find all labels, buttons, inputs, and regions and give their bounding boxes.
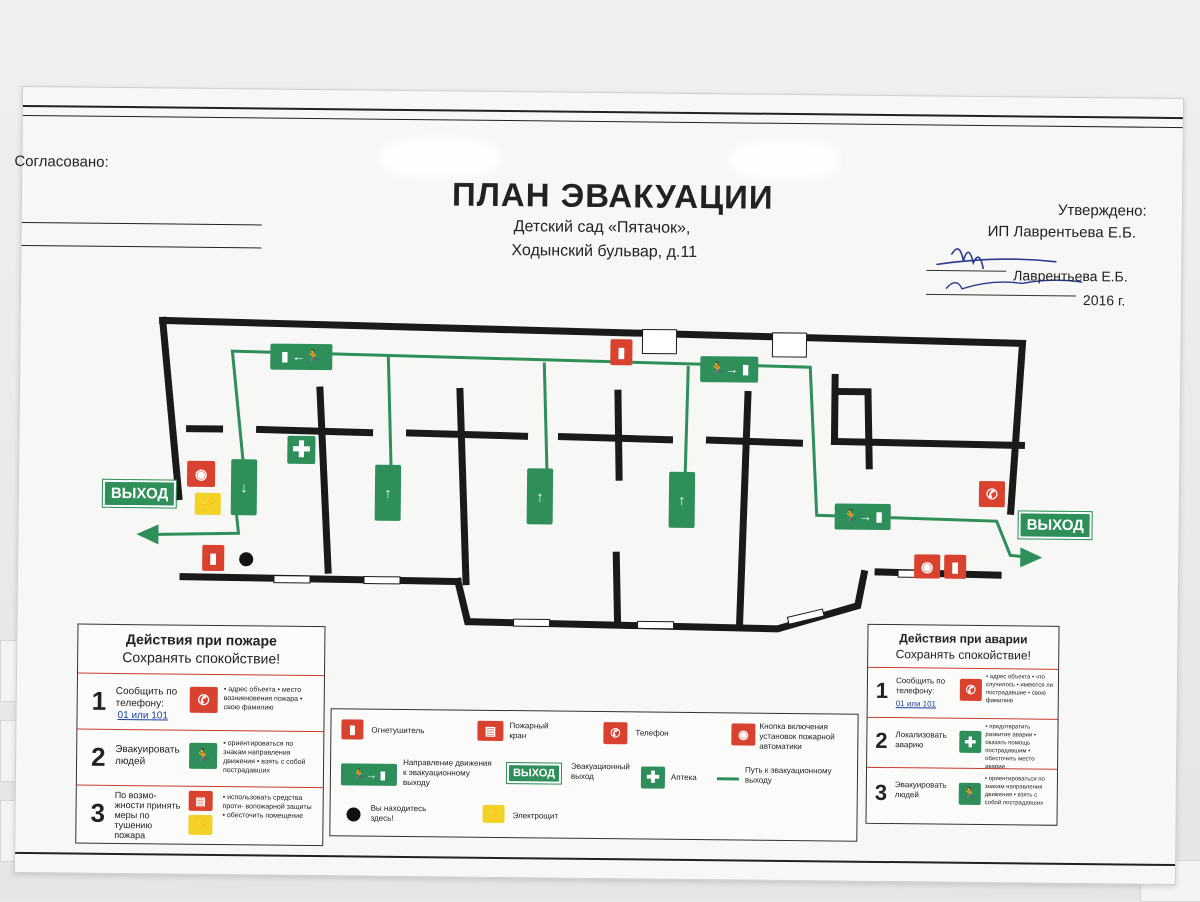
- legend-path-label: Путь к эвакуационному выходу: [745, 766, 845, 787]
- fire-panel-subtitle: Сохранять спокойствие!: [78, 649, 324, 668]
- phone-icon: ✆: [960, 679, 982, 701]
- legend-exit-label: Эвакуационный выход: [571, 762, 631, 783]
- fire-step-2: 2 Эвакуировать людей 🏃 • ориентироваться…: [77, 729, 324, 789]
- exit-sign-left: ВЫХОД: [103, 480, 177, 508]
- hydrant-icon: ▤: [189, 791, 213, 811]
- phone-icon: ✆: [979, 481, 1005, 507]
- step-text: По возмо- жности принять меры по тушению…: [114, 790, 185, 841]
- legend-phone-label: Телефон: [635, 728, 668, 738]
- legend-extinguisher-label: Огнетушитель: [371, 726, 424, 737]
- direction-sign-lower: 🏃→ ▮: [835, 503, 891, 530]
- accident-step-1: 1 Сообщить по телефону: 01 или 101 ✆ • а…: [868, 667, 1059, 720]
- step-text: Сообщить по телефону:: [896, 676, 956, 697]
- extinguisher-icon: ▮: [341, 719, 363, 739]
- step-number: 2: [875, 728, 888, 754]
- hydrant-icon: ▤: [477, 721, 503, 741]
- step-bullets: • адрес объекта • что случилось • имеютс…: [986, 673, 1056, 706]
- fire-step-1: 1 Сообщить по телефону: 01 или 101 ✆ • а…: [77, 673, 324, 733]
- step-number: 1: [876, 678, 889, 704]
- you-are-here-dot: [239, 552, 253, 566]
- extinguisher-icon: ▮: [944, 555, 966, 579]
- legend-first-aid-label: Аптека: [671, 773, 697, 783]
- step-bullets: • предотвратить развитие аварии • оказат…: [985, 723, 1055, 772]
- step-text: Сообщить по телефону:: [116, 686, 186, 711]
- step-text: Эвакуировать людей: [115, 744, 185, 769]
- phone-number-link: 01 или 101: [117, 710, 167, 723]
- step-text: Локализовать аварию: [895, 730, 955, 751]
- step-bullets: • ориентироваться по знакам направления …: [223, 739, 315, 776]
- fire-panel-title: Действия при пожаре: [78, 631, 324, 650]
- legend-electric-label: Электрощит: [512, 811, 558, 821]
- exit-running-icon: 🏃: [959, 783, 981, 805]
- legend-you-are-here-label: Вы находитесь здесь!: [370, 804, 440, 825]
- first-aid-icon: ✚: [287, 436, 315, 464]
- direction-sign-room-2: ↑: [527, 468, 554, 524]
- you-are-here-icon: [346, 807, 360, 821]
- step-bullets: • адрес объекта • место возникновения по…: [224, 685, 316, 713]
- step-bullets: • использовать средства проти- вопожарно…: [222, 793, 314, 821]
- direction-sign-left: ▮ ←🏃: [270, 344, 332, 371]
- electric-panel-icon: ⚡: [188, 815, 212, 835]
- evacuation-plan-sheet: Согласовано: ПЛАН ЭВАКУАЦИИ Детский сад …: [14, 86, 1184, 885]
- accident-step-2: 2 Локализовать аварию ✚ • предотвратить …: [867, 717, 1058, 770]
- accident-panel-subtitle: Сохранять спокойствие!: [868, 647, 1058, 663]
- laminate-glare: [380, 138, 500, 178]
- path-line-icon: [717, 777, 739, 780]
- alarm-button-icon: ◉: [187, 461, 215, 487]
- first-aid-icon: ✚: [641, 766, 665, 788]
- alarm-button-icon: ◉: [731, 723, 755, 745]
- extinguisher-icon: ▮: [202, 545, 224, 571]
- fire-actions-panel: Действия при пожаре Сохранять спокойстви…: [75, 624, 325, 847]
- direction-sign-right: 🏃→ ▮: [700, 356, 758, 383]
- electric-panel-icon: ⚡: [195, 493, 221, 515]
- direction-arrow-icon: 🏃→ ▮: [341, 763, 397, 786]
- legend-alarm-label: Кнопка включения установок пожарной авто…: [759, 722, 853, 753]
- direction-sign-room-3: ↑: [669, 472, 696, 528]
- step-number: 3: [90, 798, 105, 829]
- electric-panel-icon: ⚡: [482, 805, 504, 823]
- phone-icon: ✆: [603, 722, 627, 744]
- step-text: Эвакуировать людей: [895, 780, 955, 801]
- accident-panel-title: Действия при аварии: [868, 631, 1058, 647]
- exit-sign-right: ВЫХОД: [1018, 511, 1092, 539]
- accident-actions-panel: Действия при аварии Сохранять спокойстви…: [865, 624, 1059, 826]
- legend-box: ▮ Огнетушитель ▤ Пожарный кран ✆ Телефон…: [329, 708, 858, 842]
- fire-step-3: 3 По возмо- жности принять меры по тушен…: [76, 785, 323, 845]
- step-number: 3: [875, 780, 888, 806]
- step-number: 2: [91, 742, 106, 773]
- exit-running-icon: 🏃: [189, 743, 217, 769]
- laminate-glare: [730, 140, 840, 180]
- legend-hydrant-label: Пожарный кран: [509, 721, 555, 741]
- phone-number-link: 01 или 101: [896, 698, 936, 710]
- step-bullets: • ориентироваться по знакам направления …: [985, 775, 1055, 808]
- extinguisher-icon: ▮: [610, 339, 632, 365]
- legend-direction-label: Направление движения к эвакуационному вы…: [403, 758, 493, 789]
- phone-icon: ✆: [190, 687, 218, 713]
- direction-sign-vertical: ↓: [231, 459, 258, 515]
- direction-sign-room-1: ↑: [375, 465, 402, 521]
- first-aid-icon: ✚: [959, 731, 981, 753]
- alarm-button-icon: ◉: [914, 554, 940, 578]
- accident-step-3: 3 Эвакуировать людей 🏃 • ориентироваться…: [866, 767, 1057, 824]
- step-number: 1: [92, 686, 107, 717]
- legend-exit-sign: ВЫХОД: [507, 763, 561, 784]
